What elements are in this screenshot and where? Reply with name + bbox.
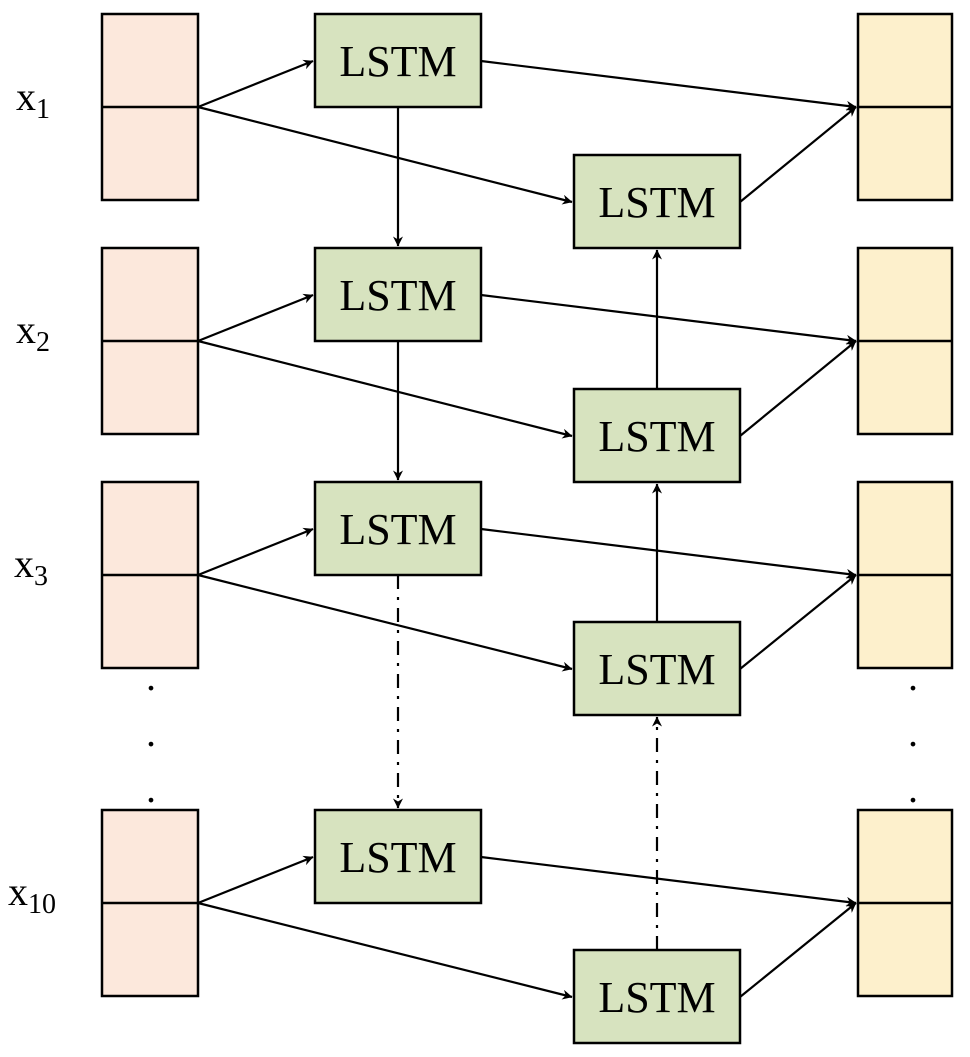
arrow-backward2-to-output2 [739,340,857,437]
arrow-input2-to-backward2 [197,339,573,439]
output-cell-10 [856,808,954,998]
svg-text:LSTM: LSTM [598,645,715,694]
output-ellipsis-dot-1: . [908,654,918,699]
arrow-input3-to-forward3 [197,527,314,577]
input-ellipsis-dot-2: . [146,710,156,755]
svg-text:LSTM: LSTM [339,505,456,554]
arrow-input2-to-forward2 [197,293,314,343]
arrow-forward2-to-output2 [480,293,857,345]
forward-lstm-1: LSTM [313,12,483,109]
arrow-backward3-to-output3 [739,574,857,670]
arrow-input3-to-backward3 [197,573,573,672]
arrow-input10-to-forward10 [197,855,314,905]
input-cell-1 [100,12,200,202]
arrow-forward3-to-output3 [480,527,857,579]
arrow-forward1-to-output1 [480,59,857,111]
svg-text:LSTM: LSTM [598,412,715,461]
forward-lstm-3: LSTM [313,480,483,577]
input-ellipsis-dot-3: . [146,766,156,811]
svg-text:LSTM: LSTM [339,833,456,882]
backward-lstm-3: LSTM [572,620,742,717]
svg-text:LSTM: LSTM [598,973,715,1022]
input-cell-3 [100,480,200,670]
input-ellipsis-dot-1: . [146,654,156,699]
backward-lstm-2: LSTM [572,387,742,484]
input-cell-10 [100,808,200,998]
svg-text:LSTM: LSTM [598,178,715,227]
forward-lstm-10: LSTM [313,808,483,905]
backward-lstm-10: LSTM [572,948,742,1045]
arrow-input10-to-backward10 [197,901,573,1000]
arrow-backward10-to-output10 [739,902,857,998]
output-ellipsis-dot-3: . [908,766,918,811]
input-label-1: x1 [16,74,50,125]
forward-lstm-2: LSTM [313,246,483,343]
arrow-input1-to-forward1 [197,59,314,109]
arrow-backward1-to-output1 [739,106,857,203]
svg-text:LSTM: LSTM [339,37,456,86]
input-label-3: x3 [14,541,48,592]
output-cell-3 [856,480,954,670]
backward-lstm-1: LSTM [572,153,742,250]
arrow-forward10-to-output10 [480,855,857,907]
input-label-10: x10 [8,869,56,920]
output-cell-2 [856,246,954,436]
input-label-2: x2 [16,307,50,358]
arrow-input1-to-backward1 [197,105,573,205]
output-ellipsis-dot-2: . [908,710,918,755]
output-cell-1 [856,12,954,202]
svg-text:LSTM: LSTM [339,271,456,320]
input-cell-2 [100,246,200,436]
